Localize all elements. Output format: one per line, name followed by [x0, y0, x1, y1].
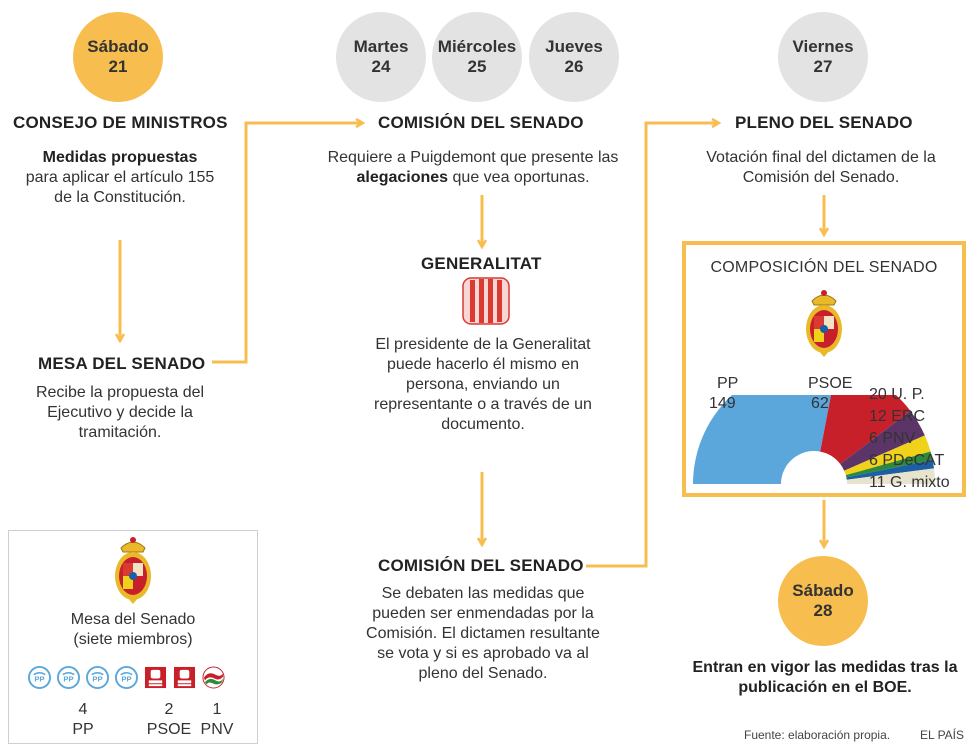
hemicycle-slice-pdecat [846, 459, 934, 480]
connector-comision-to-pleno [586, 123, 718, 568]
senate-hemicycle-chart [693, 395, 935, 484]
mesa-description: Recibe la propuesta del Ejecutivo y deci… [35, 384, 205, 441]
psoe-logo-icon [144, 666, 167, 689]
date-circle-sabado-28: Sábado 28 [778, 556, 868, 646]
final-text: Entran en vigor las medidas tras la publ… [692, 659, 958, 696]
psoe-count: 2 [164, 701, 174, 718]
pleno-title: PLENO DEL SENADO [735, 113, 913, 132]
comision-title-1: COMISIÓN DEL SENADO [378, 113, 584, 132]
brand-label: EL PAÍS [920, 728, 965, 742]
date-circle-jueves-26: Jueves 26 [529, 12, 619, 102]
svg-text:PP: PP [63, 674, 73, 683]
pp-logo-icon: PP [28, 666, 51, 689]
pp-logo-icon: PP [86, 666, 109, 689]
hemicycle-slice-psoe [820, 395, 911, 465]
svg-text:PP: PP [121, 674, 131, 683]
date-day: Martes [353, 37, 409, 56]
date-number: 28 [813, 601, 833, 620]
mesa-caption: Mesa del Senado (siete miembros) [8, 610, 258, 650]
label-up: 20 U. P. [869, 386, 925, 403]
pnv-count: 1 [212, 701, 222, 718]
consejo-description: Medidas propuestas para aplicar el artíc… [20, 148, 220, 208]
psoe-name: PSOE [146, 721, 192, 738]
label-mixto: 11 G. mixto [869, 474, 950, 491]
mesa-title: MESA DEL SENADO [38, 354, 206, 373]
composicion-box [682, 241, 966, 497]
date-number: 25 [467, 57, 487, 76]
label-psoe-seats: 62 [811, 395, 829, 412]
date-circle-sabado-21: Sábado 21 [73, 12, 163, 102]
label-pdecat: 6 PDeCAT [869, 452, 945, 469]
senate-coat-of-arms-icon [806, 290, 842, 357]
pnv-logo-icon [202, 666, 225, 689]
label-pnv: 6 PNV [869, 430, 916, 447]
psoe-logo-icon [173, 666, 196, 689]
consejo-text-bold: Medidas propuestas [42, 149, 198, 166]
composicion-title: COMPOSICIÓN DEL SENADO [710, 259, 938, 276]
date-circle-martes-24: Martes 24 [336, 12, 426, 102]
date-day: Miércoles [437, 37, 517, 56]
generalitat-title: GENERALITAT [421, 254, 542, 273]
consejo-text-rest: para aplicar el artículo 155 de la Const… [25, 169, 215, 206]
date-circle-viernes-27: Viernes 27 [778, 12, 868, 102]
comision-description-2: Se debaten las medidas que pueden ser en… [366, 585, 600, 682]
mesa-caption-line1: Mesa del Senado [70, 611, 196, 628]
date-day: Sábado [792, 581, 854, 600]
comision-text-b: que vea oportunas. [452, 169, 590, 186]
hemicycle-slice-g-mixto [846, 468, 935, 484]
pleno-description: Votación final del dictamen de la Comisi… [706, 149, 936, 186]
mesa-coat-of-arms-icon [115, 537, 151, 604]
hemicycle-slice-pnv [845, 451, 933, 478]
comision-description-1: Requiere a Puigdemont que presente las a… [300, 148, 646, 188]
source-note: Fuente: elaboración propia. [744, 728, 891, 742]
date-day: Sábado [87, 37, 149, 56]
date-number: 24 [371, 57, 391, 76]
consejo-title: CONSEJO DE MINISTROS [13, 113, 228, 132]
pp-logo-icon: PP [115, 666, 138, 689]
connector-mesa-to-comision [212, 123, 362, 364]
date-day: Jueves [545, 37, 603, 56]
comision-text-bold: alegaciones [356, 169, 449, 186]
svg-text:PP: PP [92, 674, 102, 683]
date-number: 21 [108, 57, 128, 76]
hemicycle-slice-pp [693, 395, 832, 484]
label-psoe-name: PSOE [808, 375, 853, 392]
comision-text-a: Requiere a Puigdemont que presente las [327, 149, 619, 166]
generalitat-flag-icon [462, 277, 510, 325]
date-day: Viernes [792, 37, 854, 56]
date-circle-miercoles-25: Miércoles 25 [432, 12, 522, 102]
hemicycle-slice-u-p [840, 410, 925, 471]
hemicycle-slice-erc [844, 435, 931, 476]
date-number: 27 [813, 57, 833, 76]
pp-count: 4 [78, 701, 88, 718]
label-pp-name: PP [717, 375, 739, 392]
pp-logo-icon: PP [57, 666, 80, 689]
svg-text:PP: PP [34, 674, 44, 683]
label-pp-seats: 149 [709, 395, 736, 412]
pnv-name: PNV [200, 721, 234, 738]
generalitat-description: El presidente de la Generalitat puede ha… [374, 336, 592, 433]
label-erc: 12 ERC [869, 408, 926, 425]
mesa-caption-line2: (siete miembros) [73, 631, 193, 648]
pp-name: PP [72, 721, 94, 738]
mesa-composition-box [8, 530, 258, 744]
date-number: 26 [564, 57, 584, 76]
comision-title-2: COMISIÓN DEL SENADO [378, 556, 584, 575]
